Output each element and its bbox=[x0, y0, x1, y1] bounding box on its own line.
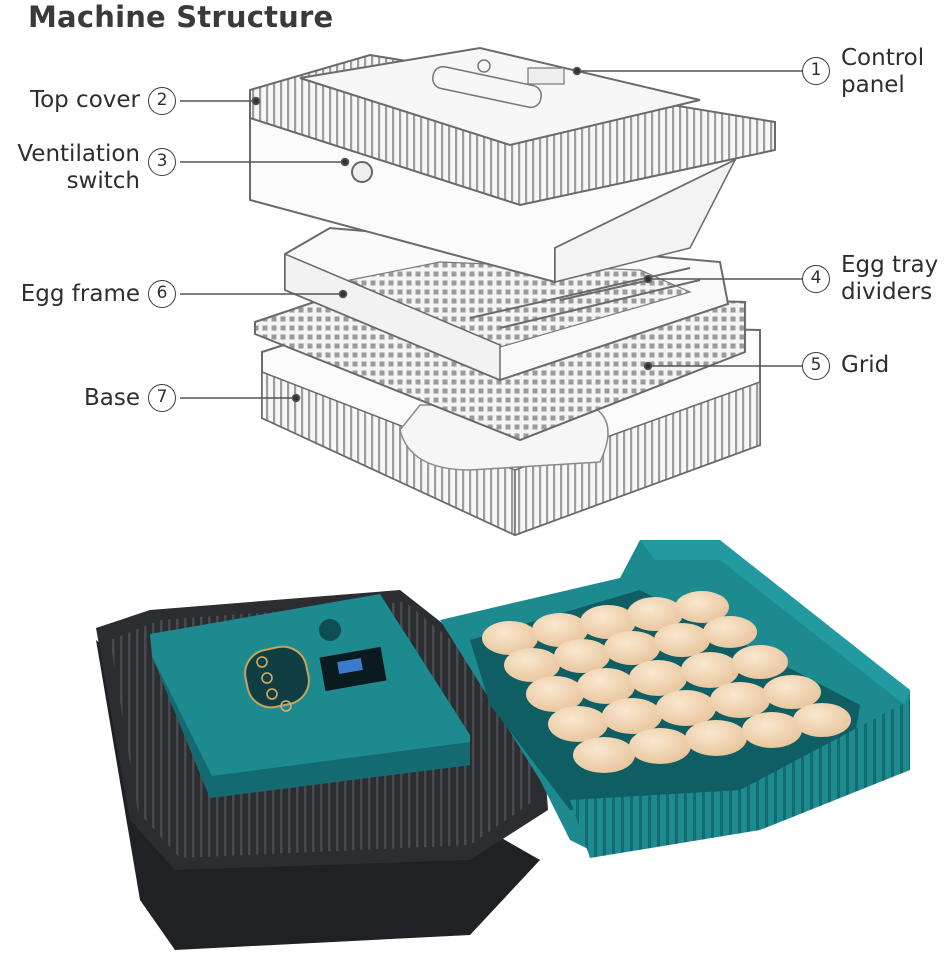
callout-number-7: 7 bbox=[148, 384, 176, 412]
label-control-panel-line1: Control bbox=[841, 45, 925, 71]
callout-number-5: 5 bbox=[802, 352, 830, 380]
callout-number-6: 6 bbox=[148, 280, 176, 308]
diagram-title: Machine Structure bbox=[28, 0, 334, 34]
label-ventilation-switch: Ventilation switch bbox=[0, 141, 140, 195]
egg-rows bbox=[482, 591, 851, 773]
leader-lines bbox=[180, 66, 802, 403]
label-egg-frame: Egg frame bbox=[0, 281, 140, 308]
egg-tray-dividers-part bbox=[469, 267, 701, 329]
label-base-line1: Base bbox=[83, 385, 140, 411]
top-cover-part bbox=[249, 46, 776, 284]
label-grid: Grid bbox=[841, 352, 889, 379]
label-control-panel-line2: panel bbox=[841, 72, 905, 98]
callout-number-1: 1 bbox=[802, 57, 830, 85]
callout-number-4: 4 bbox=[802, 265, 830, 293]
label-egg-tray-dividers-line2: dividers bbox=[841, 279, 933, 305]
label-ventilation-switch-line2: switch bbox=[66, 168, 140, 194]
label-egg-frame-line1: Egg frame bbox=[20, 281, 140, 307]
callout-number-3: 3 bbox=[148, 148, 176, 176]
label-ventilation-switch-line1: Ventilation bbox=[17, 141, 140, 167]
label-top-cover: Top cover bbox=[10, 87, 140, 114]
callout-number-2: 2 bbox=[148, 87, 176, 115]
label-top-cover-line1: Top cover bbox=[29, 87, 140, 113]
incubator-closed-unit bbox=[96, 590, 548, 950]
label-base: Base bbox=[0, 385, 140, 412]
label-egg-tray-dividers-line1: Egg tray bbox=[841, 252, 939, 278]
label-egg-tray-dividers: Egg tray dividers bbox=[841, 252, 938, 306]
incubator-egg-tray bbox=[440, 540, 910, 858]
label-control-panel: Control panel bbox=[841, 45, 924, 99]
label-grid-line1: Grid bbox=[841, 352, 890, 378]
